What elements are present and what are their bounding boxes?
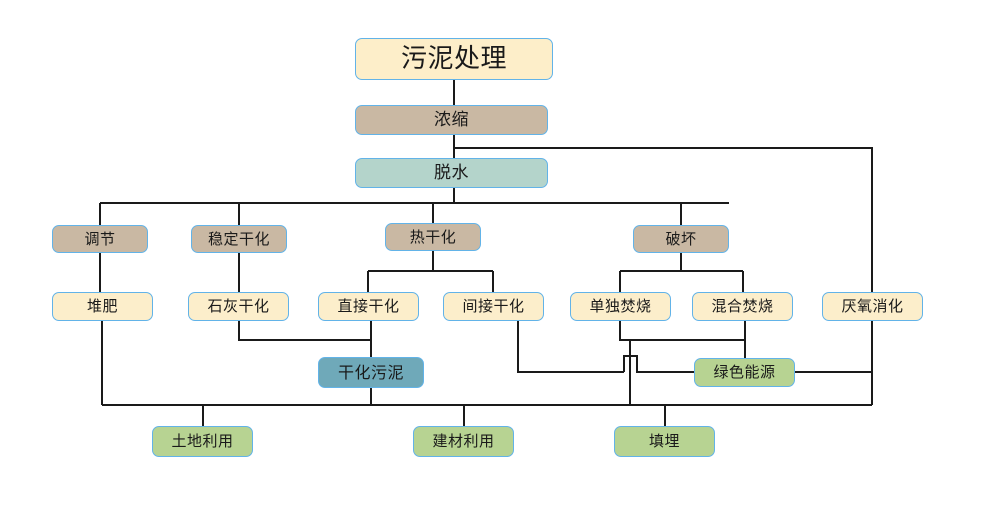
node-label: 浓缩 bbox=[434, 109, 469, 130]
node-label: 间接干化 bbox=[462, 297, 525, 315]
node-thermal-drying[interactable]: 热干化 bbox=[385, 223, 481, 251]
node-mono-incineration[interactable]: 单独焚烧 bbox=[570, 292, 671, 321]
node-label: 填埋 bbox=[648, 432, 680, 450]
node-label: 建材利用 bbox=[432, 432, 495, 450]
node-building-material[interactable]: 建材利用 bbox=[413, 426, 514, 457]
node-label: 厌氧消化 bbox=[841, 297, 904, 315]
node-sludge-treatment[interactable]: 污泥处理 bbox=[355, 38, 553, 80]
node-lime-drying[interactable]: 石灰干化 bbox=[188, 292, 289, 321]
node-destruction[interactable]: 破坏 bbox=[633, 225, 729, 253]
node-conditioning[interactable]: 调节 bbox=[52, 225, 148, 253]
node-label: 堆肥 bbox=[86, 297, 118, 315]
node-indirect-drying[interactable]: 间接干化 bbox=[443, 292, 544, 321]
node-label: 调节 bbox=[84, 229, 116, 248]
node-label: 脱水 bbox=[434, 162, 469, 183]
node-label: 破坏 bbox=[665, 229, 697, 248]
node-direct-drying[interactable]: 直接干化 bbox=[318, 292, 419, 321]
node-dewatering[interactable]: 脱水 bbox=[355, 158, 548, 188]
node-landfill[interactable]: 填埋 bbox=[614, 426, 715, 457]
node-label: 污泥处理 bbox=[400, 44, 507, 74]
node-thickening[interactable]: 浓缩 bbox=[355, 105, 548, 135]
edge-indirect-to-dried bbox=[517, 321, 624, 373]
edge-green-energy-junction bbox=[623, 355, 694, 373]
edge-mono-to-green bbox=[619, 321, 745, 341]
node-composting[interactable]: 堆肥 bbox=[52, 292, 153, 321]
node-label: 土地利用 bbox=[171, 432, 234, 450]
node-label: 热干化 bbox=[409, 227, 457, 246]
node-label: 混合焚烧 bbox=[711, 297, 774, 315]
node-co-incineration[interactable]: 混合焚烧 bbox=[692, 292, 793, 321]
node-label: 单独焚烧 bbox=[589, 297, 652, 315]
node-label: 干化污泥 bbox=[337, 362, 404, 382]
node-label: 直接干化 bbox=[337, 297, 400, 315]
node-anaerobic-digest[interactable]: 厌氧消化 bbox=[822, 292, 923, 321]
node-land-use[interactable]: 土地利用 bbox=[152, 426, 253, 457]
node-label: 石灰干化 bbox=[207, 297, 270, 315]
node-stabilize-drying[interactable]: 稳定干化 bbox=[191, 225, 287, 253]
node-green-energy[interactable]: 绿色能源 bbox=[694, 358, 795, 387]
node-label: 稳定干化 bbox=[207, 229, 270, 248]
edge-thickening-to-anaerobic bbox=[454, 147, 873, 292]
node-label: 绿色能源 bbox=[713, 363, 776, 381]
edge-lime-to-dried bbox=[238, 321, 371, 341]
node-dried-sludge[interactable]: 干化污泥 bbox=[318, 357, 424, 388]
